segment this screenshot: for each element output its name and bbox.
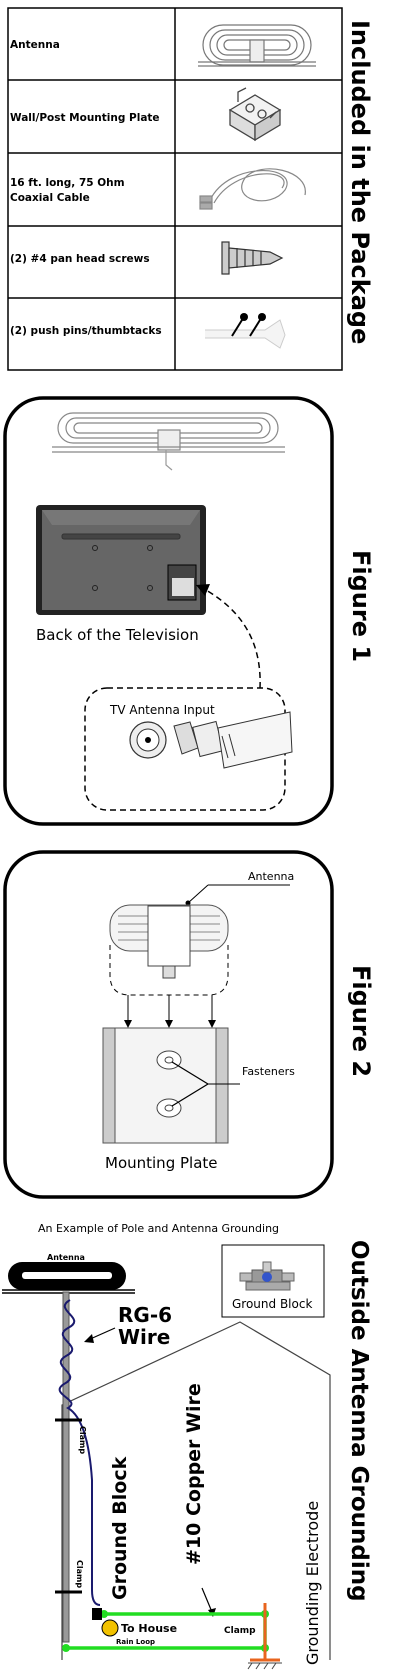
clamp-label-upper: Clamp [78,1426,87,1454]
tv-label: Back of the Television [36,626,199,644]
figure1-title: Figure 1 [347,550,375,662]
grounding-diagram: An Example of Pole and Antenna Grounding… [2,1222,331,1670]
tv-input-label: TV Antenna Input [109,703,215,717]
grounding-title: Outside Antenna Grounding [346,1240,372,1602]
plate-label: Mounting Plate [105,1154,218,1172]
ground-block-box-label: Ground Block [232,1297,312,1311]
rg6-cable [58,1299,101,1606]
outside-antenna-icon: Antenna [2,1253,135,1294]
figure2-title: Figure 2 [347,965,375,1077]
package-table: Antenna Wall/Post Mounting Plate 16 ft. … [7,7,343,371]
fasteners-label: Fasteners [242,1065,295,1078]
package-title: Included in the Package [346,20,374,344]
package-item-antenna-label: Antenna [10,39,60,51]
mounting-plate-front-icon [102,1027,229,1144]
package-item-cable-label-line1: 16 ft. long, 75 Ohm [10,177,125,189]
figure2-antenna-icon [109,904,229,979]
rain-loop-label: Rain Loop [116,1638,155,1646]
figure1-antenna-icon [52,412,285,471]
mounting-plate-icon [228,87,282,142]
package-item-pins-label: (2) push pins/thumbtacks [10,325,162,337]
ground-block-icon [239,1261,295,1291]
figure-1: Back of the Television TV Antenna Input [3,396,334,826]
rg6-label-line2: Wire [118,1325,170,1349]
clamp-label-lower: Clamp [75,1560,84,1588]
package-item-cable-label-line2: Coaxial Cable [10,192,90,204]
clamp-label-electrode: Clamp [224,1626,256,1636]
mast-ground-block [92,1608,102,1620]
copper-wire-label: #10 Copper Wire [183,1383,205,1565]
connection-arrow [205,589,261,689]
ground-block-label: Ground Block [109,1456,131,1600]
electrode-label: Grounding Electrode [303,1501,322,1665]
grounding-caption: An Example of Pole and Antenna Grounding [38,1222,279,1235]
coax-connector-icon [129,711,293,769]
push-pin-icon [205,313,286,349]
screw-icon [221,241,284,275]
flat-antenna-icon [198,24,316,67]
package-item-plate-label: Wall/Post Mounting Plate [10,112,160,124]
coaxial-cable-icon [199,168,306,210]
figure2-antenna-label: Antenna [248,870,294,883]
tv-back-icon [36,505,206,615]
to-house-label: To House [121,1622,177,1635]
outside-antenna-label: Antenna [47,1253,85,1262]
rain-loop-icon [101,1619,119,1637]
package-item-screws-label: (2) #4 pan head screws [10,253,150,265]
figure-2: Antenna Fa [3,850,334,1199]
rg6-label-line1: RG-6 [118,1303,172,1327]
